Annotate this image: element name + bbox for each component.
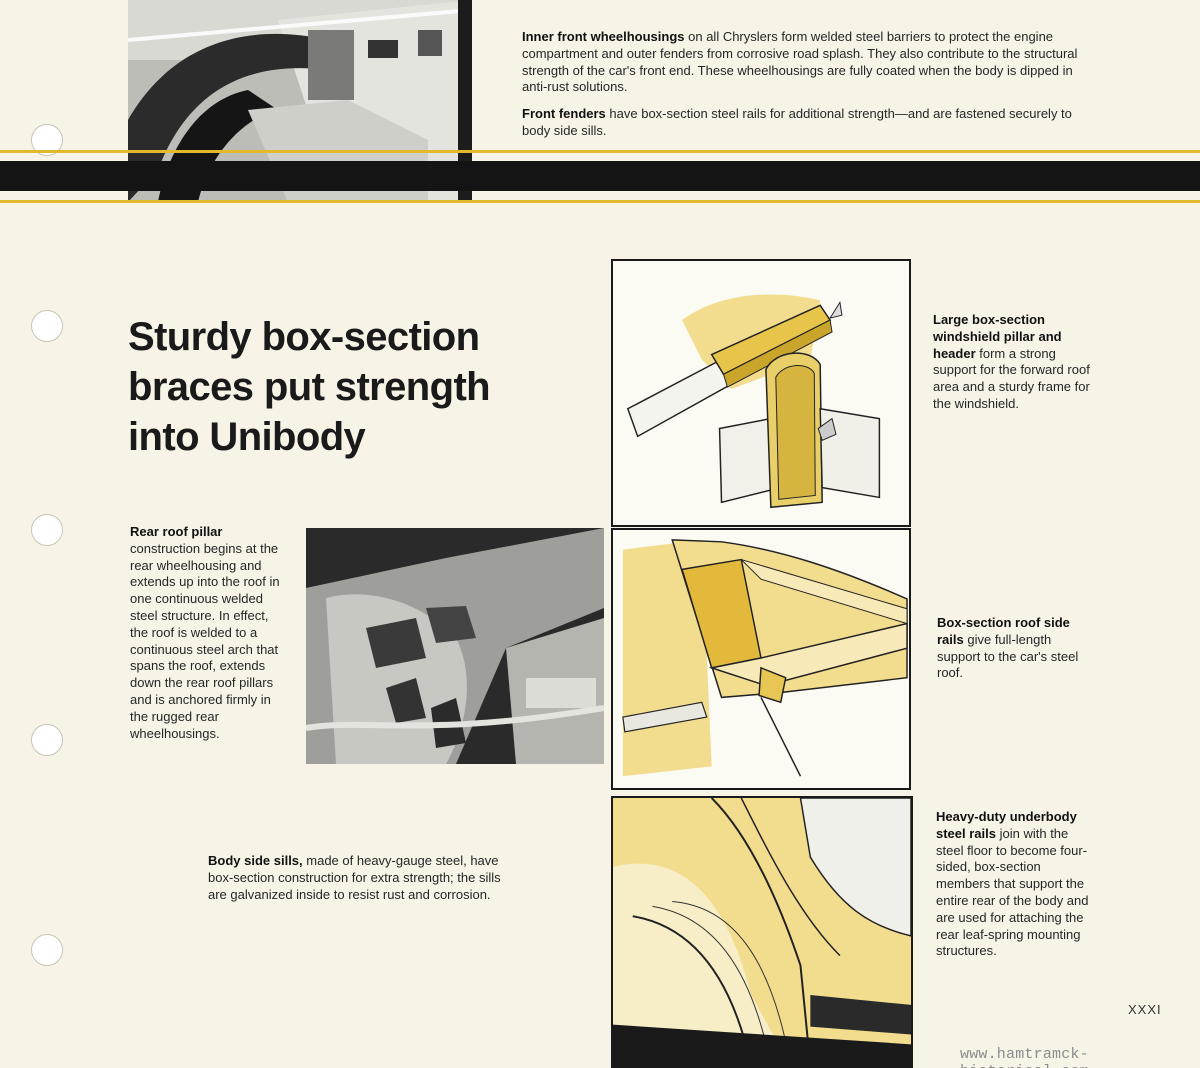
site-watermark: www.hamtramck-historical.com <box>960 1046 1089 1068</box>
front-fenders-lead: Front fenders <box>522 106 606 121</box>
black-stripe <box>0 161 1200 191</box>
wheelhousing-lead: Inner front wheelhousings <box>522 29 685 44</box>
underbody-body: join with the steel floor to become four… <box>936 825 1089 959</box>
rear-pillar-lead: Rear roof pillar <box>130 524 223 539</box>
binder-hole-2 <box>31 310 63 342</box>
windshield-text: Large box-section windshield pillar and … <box>933 312 1093 413</box>
page-number: XXXI <box>1128 1002 1162 1017</box>
binder-hole-3 <box>31 514 63 546</box>
roof-rails-body: give full-length support to the car's st… <box>937 631 1079 681</box>
front-fenders-body: have box-section steel rails for additio… <box>522 106 1072 138</box>
side-sills-body: made of heavy-gauge steel, have box-sect… <box>208 853 501 902</box>
front-fenders-text: Front fenders have box-section steel rai… <box>522 106 1092 140</box>
binder-hole-4 <box>31 724 63 756</box>
side-sills-text: Body side sills, made of heavy-gauge ste… <box>208 853 508 903</box>
underbody-rail-illustration <box>611 796 913 1068</box>
windshield-pillar-illustration <box>611 259 911 527</box>
rear-pillar-body: construction begins at the rear wheelhou… <box>130 540 280 741</box>
rear-pillar-photo <box>306 528 604 764</box>
binder-hole-5 <box>31 934 63 966</box>
roof-rails-lead: Box-section roof side rails <box>937 615 1070 647</box>
underbody-text: Heavy-duty underbody steel rails join wi… <box>936 809 1096 960</box>
windshield-lead: Large box-section windshield pillar and … <box>933 312 1062 361</box>
wheelhousing-text: Inner front wheelhousings on all Chrysle… <box>522 29 1092 96</box>
yellow-stripe-bottom <box>0 200 1200 203</box>
underbody-lead: Heavy-duty underbody steel rails <box>936 809 1077 841</box>
windshield-body: form a strong support for the forward ro… <box>933 345 1090 411</box>
page-headline: Sturdy box-section braces put strength i… <box>128 315 491 459</box>
roof-rails-text: Box-section roof side rails give full-le… <box>937 615 1097 682</box>
rear-pillar-text: Rear roof pillar construction begins at … <box>130 524 290 742</box>
roof-side-rail-illustration <box>611 528 911 790</box>
wheelhousing-body: on all Chryslers form welded steel barri… <box>522 29 1078 95</box>
yellow-stripe-top <box>0 150 1200 153</box>
side-sills-lead: Body side sills, <box>208 853 303 868</box>
